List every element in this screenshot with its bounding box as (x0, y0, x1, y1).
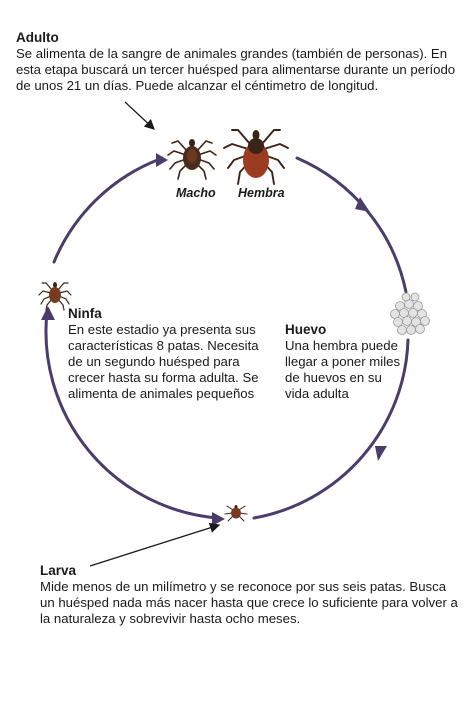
stage-adult-title: Adulto (16, 30, 59, 45)
cycle-arc-larva-to-ninfa (44, 310, 220, 520)
tick-larva-icon (224, 505, 248, 522)
arrow-egg-to-larva (375, 446, 387, 461)
stage-larva-description: Mide menos de un milímetro y se reconoce… (40, 579, 458, 626)
stage-huevo-title: Huevo (285, 322, 327, 337)
label-hembra: Hembra (238, 186, 285, 200)
arrow-larva-to-ninfa (212, 512, 225, 526)
tick-male-icon (167, 139, 217, 180)
stage-ninfa-title: Ninfa (68, 306, 102, 321)
stage-adult-description: Se alimenta de la sangre de animales gra… (16, 46, 456, 93)
tick-female-icon (223, 129, 289, 185)
cycle-ring (44, 156, 410, 520)
egg-cluster-icon (390, 292, 430, 335)
arrow-ninfa-to-larva-left (41, 306, 55, 320)
arrow-ninfa-to-adult (156, 153, 168, 167)
label-macho: Macho (176, 186, 216, 200)
stage-huevo-description: Una hembra puede llegar a poner miles de… (285, 338, 401, 401)
cycle-arc-egg-to-larva (252, 338, 410, 520)
tick-nymph-icon (38, 282, 72, 311)
stage-larva: Larva Mide menos de un milímetro y se re… (40, 563, 460, 627)
pointer-line-larva (89, 522, 221, 567)
arrow-adult-to-egg (355, 197, 370, 212)
cycle-arc-ninfa-to-adult (52, 157, 162, 264)
stage-ninfa-description: En este estadio ya presenta sus caracter… (68, 322, 259, 401)
stage-huevo: Huevo Una hembra puede llegar a poner mi… (285, 322, 405, 402)
stage-larva-title: Larva (40, 563, 77, 578)
cycle-arrows (41, 153, 387, 526)
pointer-line-adult (124, 101, 155, 130)
stage-adult: Adulto Se alimenta de la sangre de anima… (16, 30, 466, 94)
cycle-arc-adult-to-egg (295, 156, 408, 294)
stage-ninfa: Ninfa En este estadio ya presenta sus ca… (68, 306, 273, 402)
